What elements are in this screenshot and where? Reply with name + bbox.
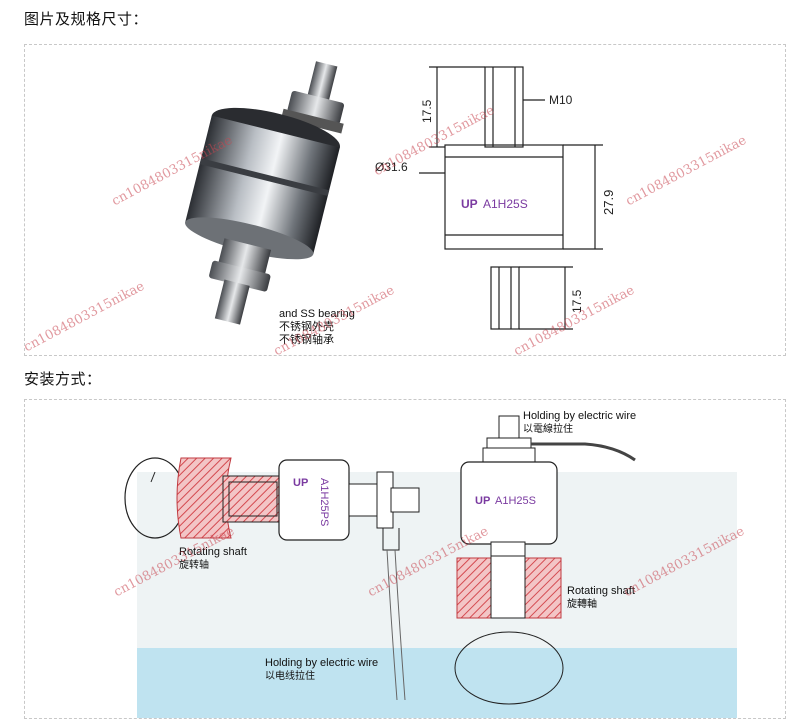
thread-label: M10 <box>549 93 573 107</box>
product-photo <box>185 61 345 325</box>
right-install <box>454 415 636 705</box>
dim-body-label: 27.9 <box>601 190 616 215</box>
left-install <box>124 457 420 701</box>
dim-bottom-label: 17.5 <box>570 289 584 313</box>
right-model-label: A1H25S <box>495 495 536 507</box>
dim-top-label: 17.5 <box>420 99 434 123</box>
photo-caption-line2: 不锈钢外壳 <box>279 319 334 333</box>
left-logo: UP <box>293 477 308 489</box>
right-shaft-label-zh: 旋轉軸 <box>567 597 597 610</box>
specs-panel: and SS bearing 不锈钢外壳 不锈钢轴承 <box>24 44 786 356</box>
right-wire-label-zh: 以電線拉住 <box>523 422 573 435</box>
right-shaft-label-en: Rotating shaft <box>567 585 635 597</box>
product-figure: and SS bearing 不锈钢外壳 不锈钢轴承 <box>185 61 616 346</box>
right-wire-label-en: Holding by electric wire <box>523 410 636 422</box>
photo-caption-line1: and SS bearing <box>279 308 355 320</box>
technical-drawing <box>419 66 603 330</box>
left-model-label: A1H25PS <box>318 478 330 526</box>
left-shaft-label-zh: 旋转轴 <box>179 558 209 571</box>
section-heading-install: 安装方式： <box>24 370 102 388</box>
right-logo: UP <box>475 495 490 507</box>
background-water <box>137 648 737 718</box>
left-wire-label-zh: 以电线拉住 <box>265 669 315 682</box>
diameter-label: Ø31.6 <box>375 160 408 174</box>
drawing-logo: UP <box>461 197 478 211</box>
left-wire-label-en: Holding by electric wire <box>265 657 378 669</box>
install-figure: UP A1H25PS Rotating shaft 旋转轴 Holding by… <box>124 410 737 718</box>
left-shaft-label-en: Rotating shaft <box>179 546 247 558</box>
install-panel: UP A1H25PS Rotating shaft 旋转轴 Holding by… <box>24 399 786 719</box>
section-heading-specs: 图片及规格尺寸： <box>24 10 149 28</box>
drawing-model-label: A1H25S <box>483 197 528 211</box>
photo-caption-line3: 不锈钢轴承 <box>279 332 334 346</box>
